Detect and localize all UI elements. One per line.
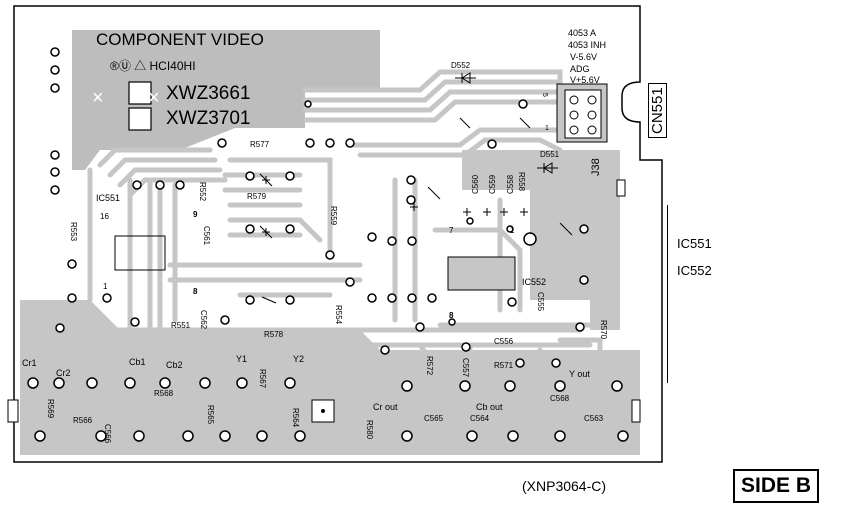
diode-d551-label: D551 (540, 150, 560, 159)
cap-c558-label: C558 (506, 174, 515, 194)
pin-mark-8-left: 8 (193, 287, 198, 296)
pin-label-2: 4053 INH (568, 40, 607, 50)
connector-cn551: 5 1 (541, 83, 608, 143)
pin-label-4: ADG (570, 64, 590, 74)
certification-marks: ®Ⓤ △ HCI40HI (110, 59, 196, 73)
res-r567-label: R567 (258, 369, 267, 389)
pin-mark-8-right: 8 (449, 311, 454, 320)
cap-c562-label: C562 (199, 310, 208, 330)
jumper-label: J38 (590, 158, 602, 176)
ic-legend-bar (667, 205, 668, 383)
res-r558-label: R558 (517, 172, 526, 192)
ic551-label: IC551 (96, 193, 121, 203)
ground-plane-right (462, 150, 620, 330)
ic551-body (114, 235, 166, 271)
model-number-1: XWZ3661 (166, 83, 251, 104)
port-cr1: Cr1 (22, 358, 37, 368)
connector-name: CN551 (648, 83, 667, 138)
ground-plane-bottom (20, 300, 640, 455)
res-r554-label: R554 (334, 305, 343, 325)
port-y2: Y2 (293, 354, 305, 364)
part-number: (XNP3064-C) (522, 478, 607, 494)
res-r571-label: R571 (494, 361, 514, 370)
pin-mark-16: 16 (100, 212, 109, 221)
pin-mark-7: 7 (449, 226, 454, 235)
res-r568-label: R568 (154, 389, 174, 398)
side-label: SIDE B (733, 469, 820, 503)
component-symbols (259, 72, 573, 304)
port-cb2: Cb2 (166, 360, 183, 370)
res-r578-label: R578 (264, 330, 284, 339)
model-number-2: XWZ3701 (166, 108, 251, 129)
port-cb1: Cb1 (129, 357, 146, 367)
edge-slot-left (7, 399, 19, 423)
cap-c563-label: C563 (584, 414, 604, 423)
cap-c555-label: C555 (536, 292, 545, 312)
svg-text:1: 1 (545, 125, 549, 132)
res-r570-label: R570 (599, 320, 608, 340)
port-y1: Y1 (236, 354, 248, 364)
pin-mark-1-right: 1 (510, 226, 515, 235)
ic-legend-2: IC552 (677, 263, 712, 278)
edge-slot-right (631, 399, 641, 423)
cap-c564-label: C564 (470, 414, 490, 423)
port-cb-out: Cb out (476, 402, 503, 412)
pin-mark-9: 9 (193, 210, 198, 219)
res-r572-label: R572 (425, 356, 434, 376)
diode-d552-label: D552 (451, 61, 471, 70)
x-mark-1: × (92, 87, 104, 109)
ic552-label: IC552 (522, 277, 547, 287)
port-cr-out: Cr out (373, 402, 398, 412)
res-r569-label: R569 (46, 399, 55, 419)
res-r565-label: R565 (206, 405, 215, 425)
pin-label-5: V+5.6V (570, 75, 600, 85)
port-cr2: Cr2 (56, 368, 71, 378)
cap-c561-label: C561 (202, 226, 211, 246)
res-r577-label: R577 (250, 140, 270, 149)
ic-legend-1: IC551 (677, 236, 712, 251)
pin-label-1: 4053 A (568, 28, 597, 38)
cap-c560-label: C560 (471, 174, 480, 194)
res-r553-label: R553 (69, 222, 78, 242)
pin-label-3: V-5.6V (570, 52, 598, 62)
x-mark-2: × (148, 87, 160, 109)
res-r566-label: R566 (73, 416, 93, 425)
res-r580-label: R580 (365, 420, 374, 440)
svg-text:5: 5 (541, 93, 548, 97)
model-checkbox-2 (128, 107, 152, 131)
port-y-out: Y out (569, 369, 590, 379)
jumper-j38-slot (616, 179, 626, 197)
cap-c556-label: C556 (494, 337, 514, 346)
res-r559-label: R559 (329, 206, 338, 226)
res-r551-label: R551 (171, 321, 191, 330)
cap-c566-label: C566 (103, 424, 112, 444)
cap-c565-label: C565 (424, 414, 444, 423)
ground-plane-top-left (72, 30, 380, 170)
board-title: COMPONENT VIDEO (96, 30, 264, 49)
res-r564-label: R564 (291, 408, 300, 428)
res-r552-label: R552 (198, 182, 207, 202)
pads (27, 47, 629, 442)
res-r579-label: R579 (247, 192, 267, 201)
model-checkbox-1 (128, 81, 152, 105)
ic552-body (447, 256, 516, 291)
cap-c557-label: C557 (461, 358, 470, 378)
cap-c559-label: C559 (488, 174, 497, 194)
pin-mark-1-left: 1 (103, 282, 108, 291)
cap-c568-label: C568 (550, 394, 570, 403)
